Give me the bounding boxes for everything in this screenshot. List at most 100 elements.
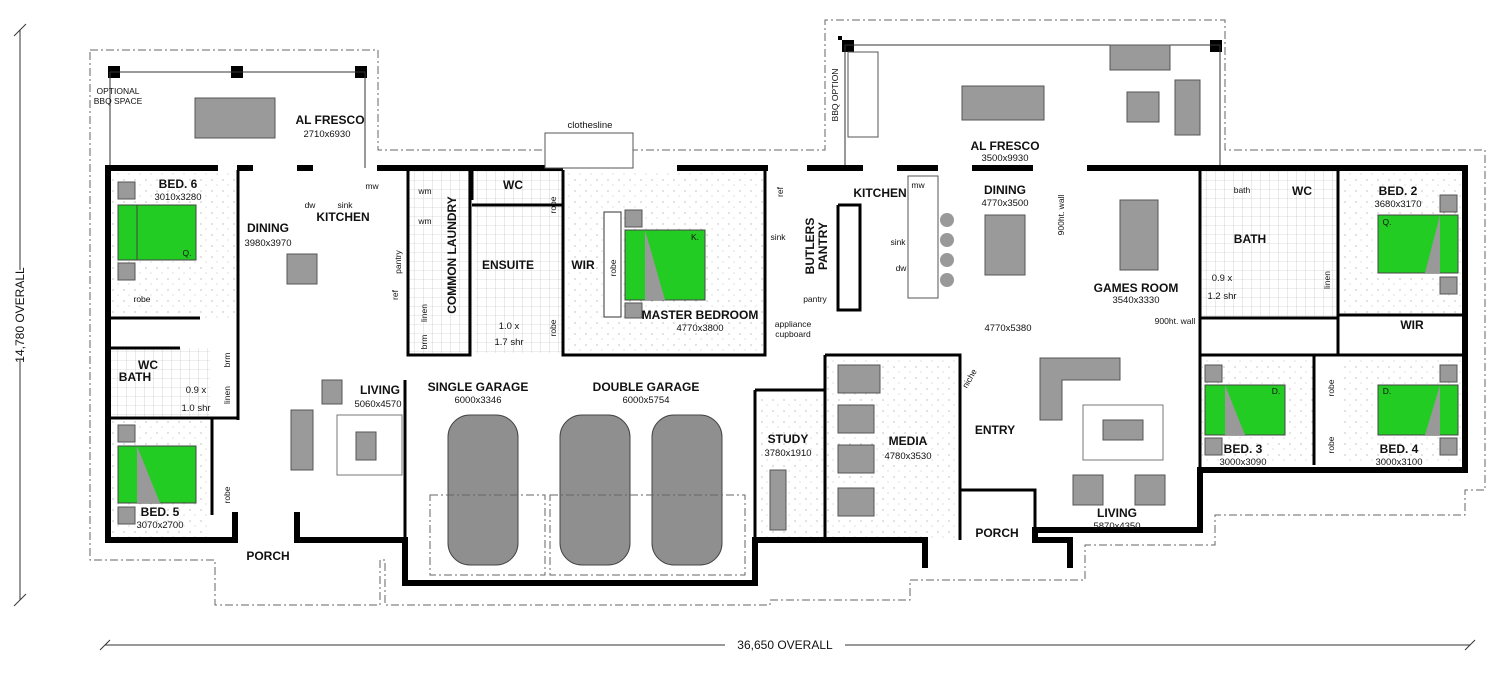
- svg-text:5870x4350: 5870x4350: [1093, 521, 1140, 532]
- svg-text:mw: mw: [911, 180, 925, 190]
- svg-text:BBQ SPACE: BBQ SPACE: [94, 96, 143, 106]
- svg-text:KITCHEN: KITCHEN: [853, 186, 906, 200]
- svg-text:0.9 x: 0.9 x: [1212, 273, 1233, 284]
- svg-text:WIR: WIR: [571, 258, 595, 272]
- svg-text:linen: linen: [1322, 271, 1332, 289]
- svg-text:clothesline: clothesline: [568, 120, 613, 131]
- svg-text:COMMON LAUNDRY: COMMON LAUNDRY: [445, 196, 459, 314]
- bed3-bed: D.: [1204, 364, 1286, 456]
- svg-text:DINING: DINING: [984, 183, 1026, 197]
- svg-text:Q.: Q.: [183, 248, 192, 258]
- svg-text:robe: robe: [548, 196, 558, 213]
- bed4-bed: D.: [1377, 364, 1459, 456]
- svg-text:MASTER BEDROOM: MASTER BEDROOM: [642, 308, 759, 322]
- svg-text:1.7 shr: 1.7 shr: [494, 337, 523, 348]
- cars: [447, 414, 723, 566]
- svg-text:1.2 shr: 1.2 shr: [1207, 291, 1236, 302]
- svg-text:dw: dw: [896, 263, 908, 273]
- garage-doors: [429, 494, 746, 576]
- svg-text:3680x3170: 3680x3170: [1374, 199, 1421, 210]
- svg-text:3500x9930: 3500x9930: [981, 153, 1028, 164]
- svg-text:dw: dw: [305, 200, 317, 210]
- svg-text:AL FRESCO: AL FRESCO: [295, 113, 364, 127]
- svg-text:BED. 4: BED. 4: [1380, 442, 1419, 456]
- svg-text:3000x3090: 3000x3090: [1219, 457, 1266, 468]
- svg-text:MEDIA: MEDIA: [889, 434, 928, 448]
- svg-text:mw: mw: [365, 181, 379, 191]
- svg-text:DINING: DINING: [247, 221, 289, 235]
- laundry-floor: [408, 170, 472, 353]
- svg-text:900ht. wall: 900ht. wall: [1056, 195, 1066, 236]
- svg-text:WC: WC: [1292, 184, 1312, 198]
- svg-text:WIR: WIR: [1400, 318, 1424, 332]
- svg-text:BED. 3: BED. 3: [1224, 442, 1263, 456]
- svg-text:ENTRY: ENTRY: [975, 423, 1015, 437]
- svg-text:BATH: BATH: [119, 370, 151, 384]
- svg-text:K.: K.: [691, 232, 699, 242]
- svg-text:wm: wm: [417, 216, 431, 226]
- bed5-bed: [117, 424, 197, 525]
- svg-text:Q.: Q.: [1383, 217, 1392, 227]
- svg-text:3070x2700: 3070x2700: [136, 520, 183, 531]
- furniture: [194, 44, 1201, 531]
- svg-text:PANTRY: PANTRY: [816, 222, 830, 270]
- svg-text:1.0 shr: 1.0 shr: [181, 403, 210, 414]
- eaves-outline: [89, 19, 1486, 606]
- svg-text:STUDY: STUDY: [768, 432, 809, 446]
- overall-width-dimension: 36,650 OVERALL: [99, 637, 1476, 653]
- svg-text:robe: robe: [222, 486, 232, 503]
- svg-text:BED. 5: BED. 5: [141, 505, 180, 519]
- overall-height-dimension: 14,780 OVERALL: [13, 23, 27, 607]
- svg-text:4770x5380: 4770x5380: [984, 323, 1031, 334]
- svg-text:6000x5754: 6000x5754: [622, 395, 669, 406]
- alfresco-left-outline: [109, 71, 366, 168]
- svg-text:BED. 6: BED. 6: [159, 177, 198, 191]
- svg-text:PORCH: PORCH: [246, 549, 289, 563]
- svg-text:LIVING: LIVING: [1097, 506, 1137, 520]
- svg-text:WC: WC: [138, 358, 158, 372]
- svg-text:36,650 OVERALL: 36,650 OVERALL: [737, 638, 833, 652]
- svg-text:D.: D.: [1272, 386, 1281, 396]
- svg-text:6000x3346: 6000x3346: [454, 395, 501, 406]
- svg-text:1.0 x: 1.0 x: [499, 321, 520, 332]
- svg-text:robe: robe: [1326, 379, 1336, 396]
- svg-text:D.: D.: [1383, 386, 1392, 396]
- alfresco-right-outline: [844, 44, 1221, 168]
- svg-text:4770x3800: 4770x3800: [676, 323, 723, 334]
- svg-text:14,780 OVERALL: 14,780 OVERALL: [13, 267, 27, 363]
- svg-text:sink: sink: [770, 232, 786, 242]
- svg-text:2710x6930: 2710x6930: [303, 129, 350, 140]
- svg-text:3980x3970: 3980x3970: [244, 238, 291, 249]
- svg-text:ref: ref: [390, 289, 400, 300]
- svg-text:BBQ OPTION: BBQ OPTION: [830, 69, 840, 122]
- svg-text:3000x3100: 3000x3100: [1375, 457, 1422, 468]
- svg-text:pantry: pantry: [393, 249, 403, 273]
- svg-text:AL FRESCO: AL FRESCO: [970, 139, 1039, 153]
- svg-text:linen: linen: [419, 304, 429, 322]
- svg-text:robe: robe: [548, 319, 558, 336]
- svg-text:GAMES ROOM: GAMES ROOM: [1094, 281, 1179, 295]
- svg-text:3010x3280: 3010x3280: [154, 192, 201, 203]
- svg-text:pantry: pantry: [803, 294, 827, 304]
- svg-text:LIVING: LIVING: [360, 383, 400, 397]
- svg-text:robe: robe: [133, 294, 150, 304]
- porch-left-walls: [232, 512, 300, 543]
- bed2-bed: Q.: [1377, 194, 1459, 295]
- bath-left-floor: [110, 348, 210, 418]
- svg-text:linen: linen: [222, 386, 232, 404]
- svg-text:KITCHEN: KITCHEN: [316, 210, 369, 224]
- svg-text:robe: robe: [608, 259, 618, 276]
- svg-text:appliance: appliance: [775, 319, 812, 329]
- porch-main-walls: [922, 537, 1073, 568]
- svg-text:bath: bath: [1234, 185, 1251, 195]
- svg-text:900ht. wall: 900ht. wall: [1155, 316, 1196, 326]
- ensuite-floor: [475, 170, 563, 353]
- svg-text:BED. 2: BED. 2: [1379, 184, 1418, 198]
- svg-text:BUTLERS: BUTLERS: [803, 218, 817, 275]
- svg-text:PORCH: PORCH: [975, 526, 1018, 540]
- svg-text:3540x3330: 3540x3330: [1112, 295, 1159, 306]
- svg-text:sink: sink: [890, 237, 906, 247]
- svg-text:0.9 x: 0.9 x: [186, 385, 207, 396]
